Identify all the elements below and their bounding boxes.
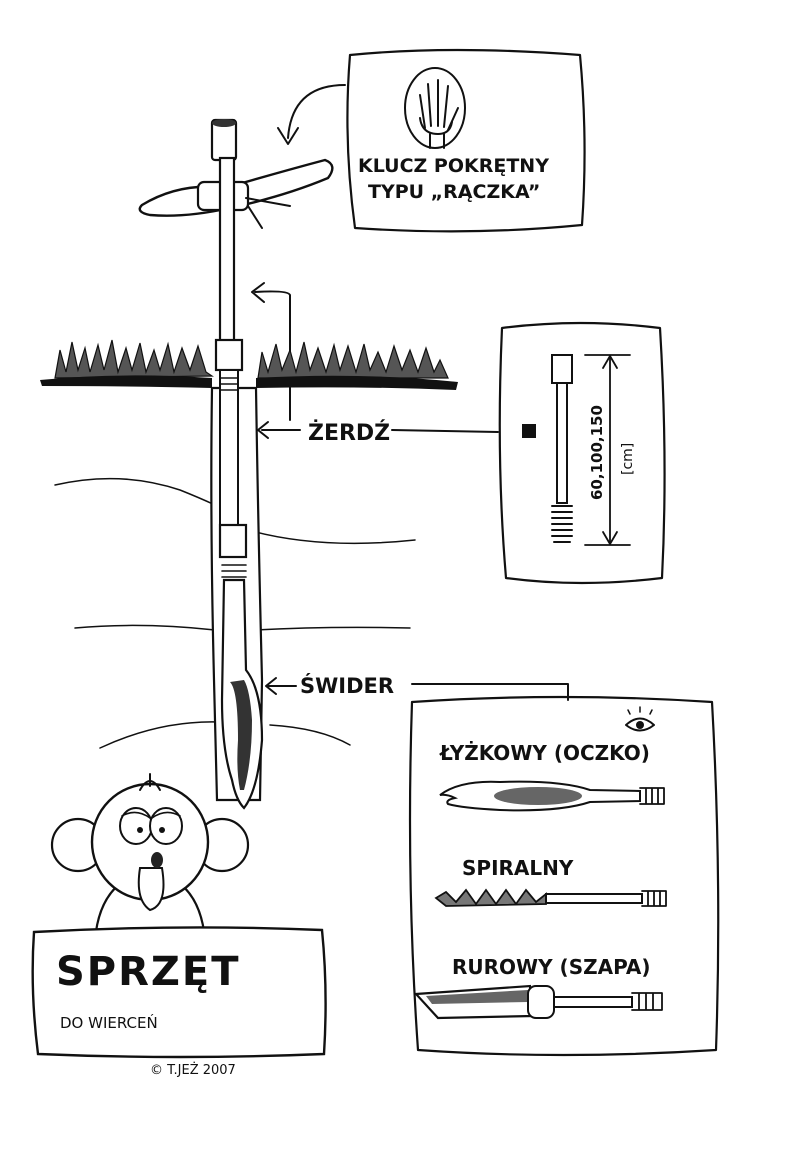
rod-dimension-line xyxy=(584,354,631,546)
rod-thread-upper xyxy=(219,377,239,391)
auger-spiral-drawing xyxy=(434,888,667,907)
sign-subtitle: DO WIERCEŃ xyxy=(60,1013,158,1032)
grass xyxy=(54,339,449,379)
rod-upper-leader xyxy=(254,290,291,421)
sign-title: SPRZĘT xyxy=(56,949,241,995)
rod-dimension-arrows-icon xyxy=(602,355,618,545)
t-handle-wrench xyxy=(138,118,334,229)
soil-layer-3 xyxy=(99,721,351,749)
auger-type-spoon-label: ŁYŻKOWY (OCZKO) xyxy=(439,741,650,765)
rod-detail-box xyxy=(498,321,666,585)
mascot-hair xyxy=(139,773,161,791)
auger-label-leader-right xyxy=(411,683,569,701)
wrench-hand-medallion xyxy=(404,67,466,149)
auger-types-box xyxy=(408,695,720,1057)
wrench-callout-box xyxy=(346,48,586,233)
wrench-cap-top xyxy=(212,119,236,127)
hand-icon xyxy=(419,79,459,149)
rod-detail-thread xyxy=(551,505,573,543)
auger-type-spiral-label: SPIRALNY xyxy=(462,856,574,880)
wrench-lock-pin xyxy=(245,197,291,229)
rod-detail-coupling xyxy=(551,354,573,384)
wrench-callout: KLUCZ POKRĘTNY TYPU „RĄCZKA” xyxy=(277,48,586,233)
auger-spoon-drawing xyxy=(439,780,665,812)
ground-surface-left xyxy=(40,375,212,388)
mascot-finger-nose xyxy=(151,852,163,868)
auger-type-tube-label: RUROWY (SZAPA) xyxy=(452,955,651,979)
soil-layer-2 xyxy=(74,624,411,631)
auger-label: ŚWIDER xyxy=(300,673,394,698)
wrench-callout-leader xyxy=(287,84,346,139)
rod-label: ŻERDŹ xyxy=(308,420,390,446)
rod-upper xyxy=(218,156,236,345)
soil-layer-1-right xyxy=(247,529,416,545)
rod-cross-section-icon xyxy=(522,424,536,438)
mascot-eye-right xyxy=(149,807,183,845)
rod-detail-callout: 60,100,150 [cm] xyxy=(498,321,666,585)
credit-text: © T.JEŻ 2007 xyxy=(150,1062,236,1078)
rod-dimension-value: 60,100,150 xyxy=(588,405,606,500)
rod-coupling-lower xyxy=(218,523,248,559)
mascot-monkey xyxy=(50,773,250,942)
mascot-eyelids xyxy=(121,811,181,819)
rod-label-arrow-icon xyxy=(257,421,269,439)
title-sign-board xyxy=(31,926,327,1059)
rod-coupling-upper xyxy=(214,338,244,372)
rod-upper-arrow-icon xyxy=(251,282,265,303)
rod-label-leader-right xyxy=(391,429,499,433)
rod-thread-lower xyxy=(221,564,247,578)
wrench-label-line2: TYPU „RĄCZKA” xyxy=(368,181,540,203)
auger-spoon-opening xyxy=(230,680,252,790)
auger-label-arrow-icon xyxy=(265,677,277,695)
wrench-label-line1: KLUCZ POKRĘTNY xyxy=(358,155,549,177)
eye-icon xyxy=(625,706,655,732)
ground-surface-right xyxy=(256,375,458,390)
rod-detail-shaft xyxy=(556,382,568,504)
auger-tube-drawing xyxy=(413,984,663,1020)
mascot-hand xyxy=(137,867,165,912)
rod-dimension-unit: [cm] xyxy=(620,443,636,475)
mascot-eye-left xyxy=(119,807,153,845)
soil-layer-1-left xyxy=(54,477,216,506)
title-sign: SPRZĘT DO WIERCEŃ xyxy=(31,926,327,1059)
wrench-callout-arrow-icon xyxy=(277,127,299,145)
rod-lower xyxy=(219,369,239,531)
auger-types-callout: ŁYŻKOWY (OCZKO) SPIRALNY RUROWY (SZAPA) xyxy=(408,695,720,1057)
